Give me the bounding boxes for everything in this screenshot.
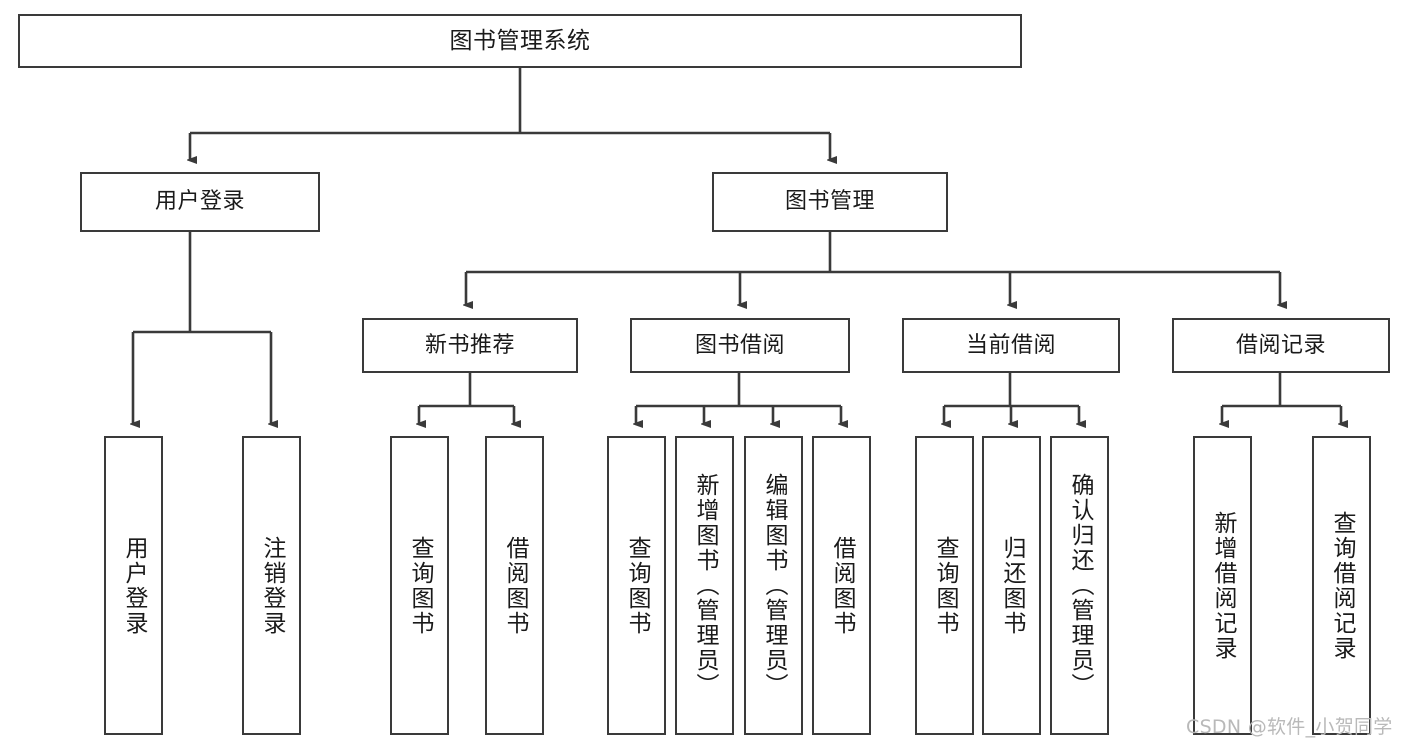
node-label: 归还图书: [999, 535, 1025, 636]
node-new-book-recommend[interactable]: 新书推荐: [362, 318, 578, 373]
leaf-return-book[interactable]: 归还图书: [982, 436, 1041, 735]
leaf-logout[interactable]: 注销登录: [242, 436, 301, 735]
node-label: 确认归还（管理员）: [1067, 473, 1093, 698]
node-label: 编辑图书（管理员）: [761, 473, 787, 698]
node-book-management[interactable]: 图书管理: [712, 172, 948, 232]
node-label: 新增图书（管理员）: [692, 473, 718, 698]
node-book-borrow[interactable]: 图书借阅: [630, 318, 850, 373]
node-label: 注销登录: [259, 535, 285, 636]
node-label: 查询图书: [407, 535, 433, 636]
leaf-user-login[interactable]: 用户登录: [104, 436, 163, 735]
leaf-query-borrow-record[interactable]: 查询借阅记录: [1312, 436, 1371, 735]
leaf-edit-book-admin[interactable]: 编辑图书（管理员）: [744, 436, 803, 735]
node-label: 用户登录: [121, 535, 147, 636]
node-label: 用户登录: [154, 189, 245, 215]
node-label: 图书管理系统: [449, 27, 591, 54]
node-label: 借阅记录: [1235, 332, 1326, 358]
node-label: 查询借阅记录: [1329, 510, 1355, 661]
node-label: 新书推荐: [424, 332, 515, 358]
leaf-add-book-admin[interactable]: 新增图书（管理员）: [675, 436, 734, 735]
node-label: 借阅图书: [502, 535, 528, 636]
leaf-query-book[interactable]: 查询图书: [607, 436, 666, 735]
node-label: 新增借阅记录: [1210, 510, 1236, 661]
node-label: 查询图书: [932, 535, 958, 636]
leaf-query-book-current[interactable]: 查询图书: [915, 436, 974, 735]
node-label: 当前借阅: [965, 332, 1056, 358]
node-label: 图书管理: [784, 189, 875, 215]
leaf-borrow-book[interactable]: 借阅图书: [812, 436, 871, 735]
node-current-borrow[interactable]: 当前借阅: [902, 318, 1120, 373]
watermark-text: CSDN @软件_小贺同学: [1186, 716, 1393, 738]
leaf-add-borrow-record[interactable]: 新增借阅记录: [1193, 436, 1252, 735]
node-label: 图书借阅: [694, 332, 785, 358]
node-user-login[interactable]: 用户登录: [80, 172, 320, 232]
node-label: 借阅图书: [829, 535, 855, 636]
node-label: 查询图书: [624, 535, 650, 636]
node-borrow-record[interactable]: 借阅记录: [1172, 318, 1390, 373]
leaf-confirm-return-admin[interactable]: 确认归还（管理员）: [1050, 436, 1109, 735]
leaf-borrow-book-recommend[interactable]: 借阅图书: [485, 436, 544, 735]
node-root-system[interactable]: 图书管理系统: [18, 14, 1022, 68]
leaf-query-book-recommend[interactable]: 查询图书: [390, 436, 449, 735]
